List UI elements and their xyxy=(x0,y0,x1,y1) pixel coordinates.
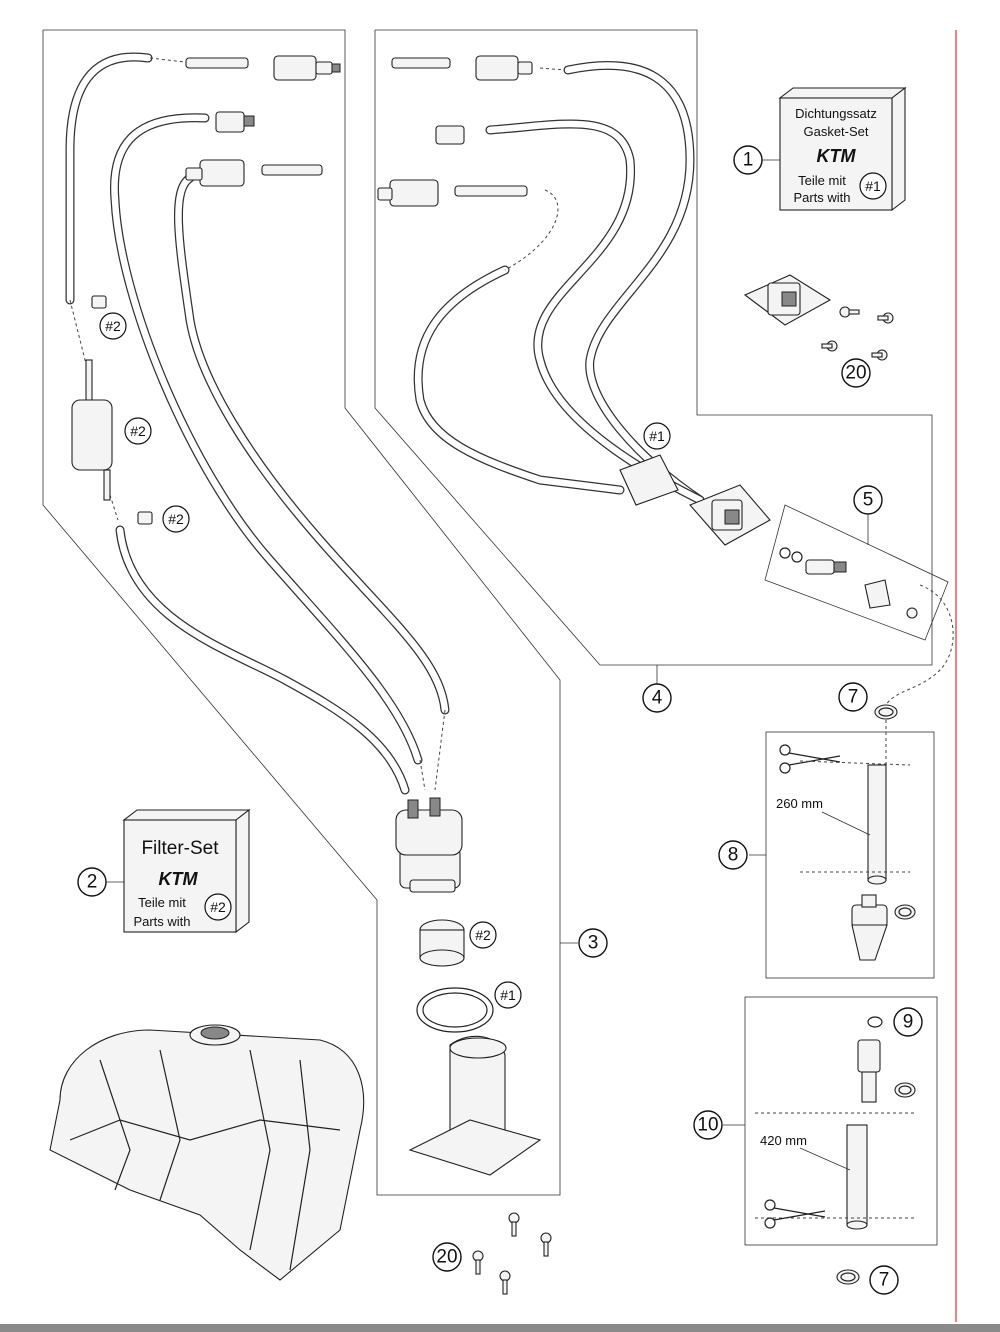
filter-sleeve-upper xyxy=(91,295,107,309)
svg-text:3: 3 xyxy=(588,933,599,954)
fuel-filter xyxy=(71,359,113,501)
fuel-tank xyxy=(49,1024,365,1281)
callout-5: 5 xyxy=(853,485,883,515)
group-8-outline xyxy=(765,731,935,979)
screw-icon xyxy=(877,312,894,324)
quick-coupling xyxy=(851,894,888,961)
group-5-outline xyxy=(764,504,949,641)
group-4-outline xyxy=(374,29,933,666)
scissors-icon xyxy=(779,744,841,774)
hose-cut-260-group xyxy=(779,720,916,961)
gasket-set-box xyxy=(778,86,907,212)
svg-text:5: 5 xyxy=(863,490,874,511)
svg-text:4: 4 xyxy=(652,688,663,709)
ref-marker: #2 xyxy=(469,921,497,949)
hose-clamp-icon xyxy=(894,1082,916,1098)
pump-flange xyxy=(689,484,771,546)
scissors-icon xyxy=(764,1199,826,1229)
screw-icon xyxy=(821,340,838,352)
callout-2: 2 xyxy=(77,867,107,897)
right-connector-parts xyxy=(377,55,533,207)
callout-4: 4 xyxy=(642,683,672,713)
pump-strainer xyxy=(419,919,465,967)
screw-icon xyxy=(472,1250,484,1275)
flange-with-screws xyxy=(743,274,894,361)
svg-text:8: 8 xyxy=(728,845,739,866)
filter-set-line4: Parts with xyxy=(133,914,190,929)
svg-text:9: 9 xyxy=(903,1012,914,1033)
filter-set-line3: Teile mit xyxy=(138,895,186,910)
ref-marker: #2 xyxy=(162,505,190,533)
hose-clamp-icon xyxy=(874,704,898,720)
callout-9: 9 xyxy=(893,1007,923,1037)
screw-icon xyxy=(839,306,860,318)
svg-text:#2: #2 xyxy=(475,927,491,943)
ref-marker: #1 xyxy=(494,981,522,1009)
ref-marker: #1 xyxy=(643,422,671,450)
screw-icon xyxy=(540,1232,552,1257)
svg-text:2: 2 xyxy=(87,872,98,893)
group-5-parts xyxy=(779,547,918,619)
svg-text:7: 7 xyxy=(879,1270,890,1291)
callout-20-bottom: 20 xyxy=(432,1242,462,1272)
screw-icon xyxy=(499,1270,511,1295)
svg-text:#1: #1 xyxy=(865,178,881,194)
gasket-set-line4: Parts with xyxy=(793,190,850,205)
fuel-pump xyxy=(395,797,463,893)
group-4-hoses xyxy=(413,60,705,505)
bottom-screws xyxy=(472,1212,552,1295)
pump-housing xyxy=(408,1035,542,1176)
callout-3: 3 xyxy=(578,928,608,958)
svg-text:1: 1 xyxy=(743,150,754,171)
pump-flange-gasket xyxy=(416,987,494,1033)
flange-gasket-1 xyxy=(619,454,679,506)
callout-8: 8 xyxy=(718,840,748,870)
screw-icon xyxy=(508,1212,520,1237)
left-connector-parts xyxy=(185,55,341,187)
group-3-hoses xyxy=(65,52,450,795)
gasket-set-line2: Gasket-Set xyxy=(803,124,868,139)
ref-marker: #2 xyxy=(99,312,127,340)
svg-text:#1: #1 xyxy=(649,428,665,444)
svg-text:#1: #1 xyxy=(500,987,516,1003)
screw-icon xyxy=(871,349,888,361)
callout-1: 1 xyxy=(733,145,763,175)
callout-20-top: 20 xyxy=(841,358,871,388)
hose-8-length: 260 mm xyxy=(776,796,823,811)
hose-cut-420-group xyxy=(755,1016,916,1230)
svg-text:20: 20 xyxy=(845,363,866,384)
callout-7-top: 7 xyxy=(838,682,868,712)
svg-text:#2: #2 xyxy=(168,511,184,527)
gasket-set-line3: Teile mit xyxy=(798,173,846,188)
filter-set-brand-logo: KTM xyxy=(159,869,199,889)
group-10-outline xyxy=(744,996,938,1246)
hose-clamp-icon xyxy=(894,904,916,920)
svg-text:#2: #2 xyxy=(210,899,226,915)
filter-set-title: Filter-Set xyxy=(141,838,219,859)
filter-set-box xyxy=(122,808,251,934)
ref-marker: #1 xyxy=(859,172,887,200)
bottom-rule xyxy=(0,1324,1000,1332)
callout-7-bottom: 7 xyxy=(869,1265,899,1295)
group-5-to-clamp-dash xyxy=(885,584,954,706)
ref-marker: #2 xyxy=(124,417,152,445)
hose-clamp-icon xyxy=(836,1269,860,1285)
group-3-outline xyxy=(42,29,561,1196)
gasket-set-line1: Dichtungssatz xyxy=(795,106,877,121)
gasket-set-brand-logo: KTM xyxy=(817,146,857,166)
svg-text:#2: #2 xyxy=(130,423,146,439)
svg-text:10: 10 xyxy=(697,1115,718,1136)
callout-10: 10 xyxy=(693,1110,723,1140)
filter-sleeve-lower xyxy=(137,511,153,525)
svg-text:20: 20 xyxy=(436,1247,457,1268)
svg-text:7: 7 xyxy=(848,687,859,708)
ref-marker: #2 xyxy=(204,893,232,921)
svg-text:#2: #2 xyxy=(105,318,121,334)
hose-10-length: 420 mm xyxy=(760,1133,807,1148)
